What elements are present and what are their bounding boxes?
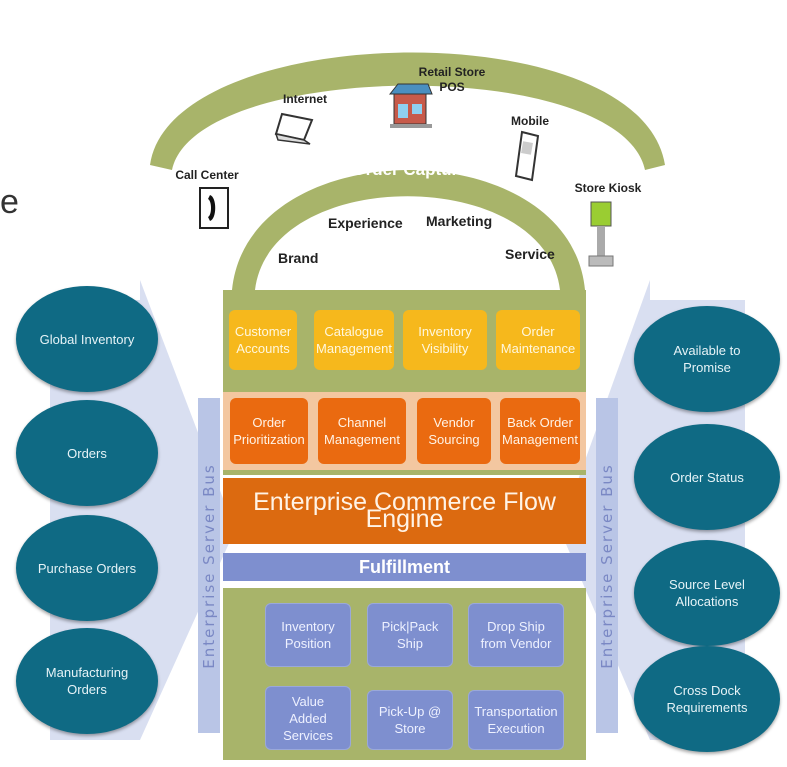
transportation-execution-box: Transportation Execution (468, 690, 564, 750)
vendor-sourcing-box: Vendor Sourcing (417, 398, 491, 464)
service-label: Service (505, 246, 555, 262)
source-level-allocations-oval: Source Level Allocations (634, 540, 780, 646)
channel-call-center-label: Call Center (175, 168, 239, 182)
laptop-icon (274, 112, 314, 145)
pick-pack-ship-box: Pick|Pack Ship (367, 603, 453, 667)
inventory-visibility-box: Inventory Visibility (403, 310, 487, 370)
available-to-promise-oval: Available to Promise (634, 306, 780, 412)
orders-oval: Orders (16, 400, 158, 506)
fulfillment-bar: Fulfillment (223, 553, 586, 581)
channel-retail-store-label: Retail Store POS (418, 65, 486, 94)
kiosk-icon (588, 201, 614, 267)
enterprise-server-bus-left-label: Enterprise Server Bus (200, 462, 218, 669)
back-order-management-box: Back Order Management (500, 398, 580, 464)
experience-label: Experience (328, 215, 403, 231)
order-maintenance-box: Order Maintenance (496, 310, 580, 370)
edge-text-fragment: e (0, 183, 19, 221)
pick-up-store-box: Pick-Up @ Store (367, 690, 453, 750)
value-added-services-box: Value Added Services (265, 686, 351, 750)
order-capture-title: Order Capture (352, 160, 468, 179)
commerce-flow-engine-bar: Enterprise Commerce Flow Engine (223, 478, 586, 544)
store-icon (388, 83, 433, 128)
channel-mobile-label: Mobile (511, 114, 549, 128)
catalogue-management-box: Catalogue Management (314, 310, 394, 370)
inventory-position-box: Inventory Position (265, 603, 351, 667)
channel-store-kiosk-label: Store Kiosk (574, 181, 642, 195)
omni-channel-title: Omni-Channel (340, 22, 470, 43)
order-status-oval: Order Status (634, 424, 780, 530)
drop-ship-vendor-box: Drop Ship from Vendor (468, 603, 564, 667)
channel-internet-label: Internet (282, 92, 327, 106)
customer-accounts-box: Customer Accounts (229, 310, 297, 370)
global-inventory-oval: Global Inventory (16, 286, 158, 392)
brand-label: Brand (278, 250, 319, 266)
channel-management-box: Channel Management (318, 398, 406, 464)
manufacturing-orders-oval: Manufacturing Orders (16, 628, 158, 734)
purchase-orders-oval: Purchase Orders (16, 515, 158, 621)
mobile-phone-icon (514, 130, 540, 182)
cross-dock-requirements-oval: Cross Dock Requirements (634, 646, 780, 752)
enterprise-server-bus-left: Enterprise Server Bus (198, 398, 220, 733)
marketing-label: Marketing (426, 213, 493, 229)
telephone-icon (199, 187, 229, 229)
order-prioritization-box: Order Prioritization (230, 398, 308, 464)
enterprise-server-bus-right-label: Enterprise Server Bus (598, 462, 616, 669)
enterprise-server-bus-right: Enterprise Server Bus (596, 398, 618, 733)
